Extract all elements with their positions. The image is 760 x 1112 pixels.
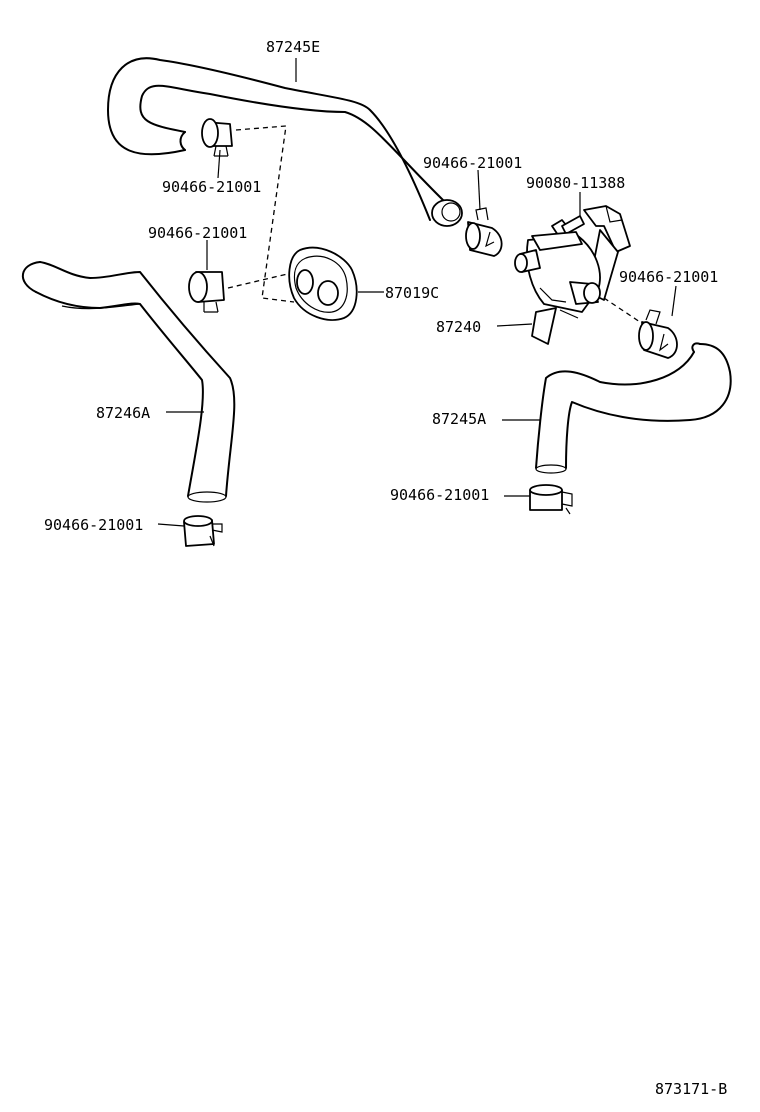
- label-clamp-upper: 90466-21001: [162, 178, 261, 196]
- clamp-left-mid[interactable]: [188, 271, 225, 313]
- label-87246a: 87246A: [96, 404, 150, 422]
- leader-clamp-right: [671, 285, 677, 317]
- dashed-guide-upper: [235, 125, 295, 303]
- clamp-bottom-left[interactable]: [183, 515, 223, 547]
- diagram-code: 873171-B: [655, 1080, 727, 1098]
- clamp-center[interactable]: [465, 207, 503, 257]
- label-87019c: 87019C: [385, 284, 439, 302]
- dashed-guide-right: [603, 297, 641, 323]
- leader-clamp-bottom-left: [157, 523, 185, 527]
- clamp-right[interactable]: [638, 309, 678, 359]
- hose-87245e[interactable]: [107, 57, 463, 227]
- label-87240: 87240: [436, 318, 481, 336]
- label-clamp-right: 90466-21001: [619, 268, 718, 286]
- dashed-guide-lower: [227, 271, 297, 289]
- label-clamp-bottom-right: 90466-21001: [390, 486, 489, 504]
- leader-87240: [496, 323, 533, 327]
- label-87245e: 87245E: [266, 38, 320, 56]
- clamp-upper-left[interactable]: [201, 118, 233, 157]
- hose-87245a[interactable]: [535, 342, 732, 474]
- hose-87246a[interactable]: [22, 261, 236, 503]
- label-clamp-center: 90466-21001: [423, 154, 522, 172]
- label-clamp-bottom-left: 90466-21001: [44, 516, 143, 534]
- leader-clamp-upper: [217, 149, 221, 179]
- leader-clamp-center: [477, 169, 481, 211]
- grommet-87019c[interactable]: [288, 246, 358, 321]
- clamp-bottom-right[interactable]: [529, 484, 573, 515]
- label-87245a: 87245A: [432, 410, 486, 428]
- valve-87240[interactable]: [514, 205, 631, 345]
- label-bolt: 90080-11388: [526, 174, 625, 192]
- label-clamp-left-mid: 90466-21001: [148, 224, 247, 242]
